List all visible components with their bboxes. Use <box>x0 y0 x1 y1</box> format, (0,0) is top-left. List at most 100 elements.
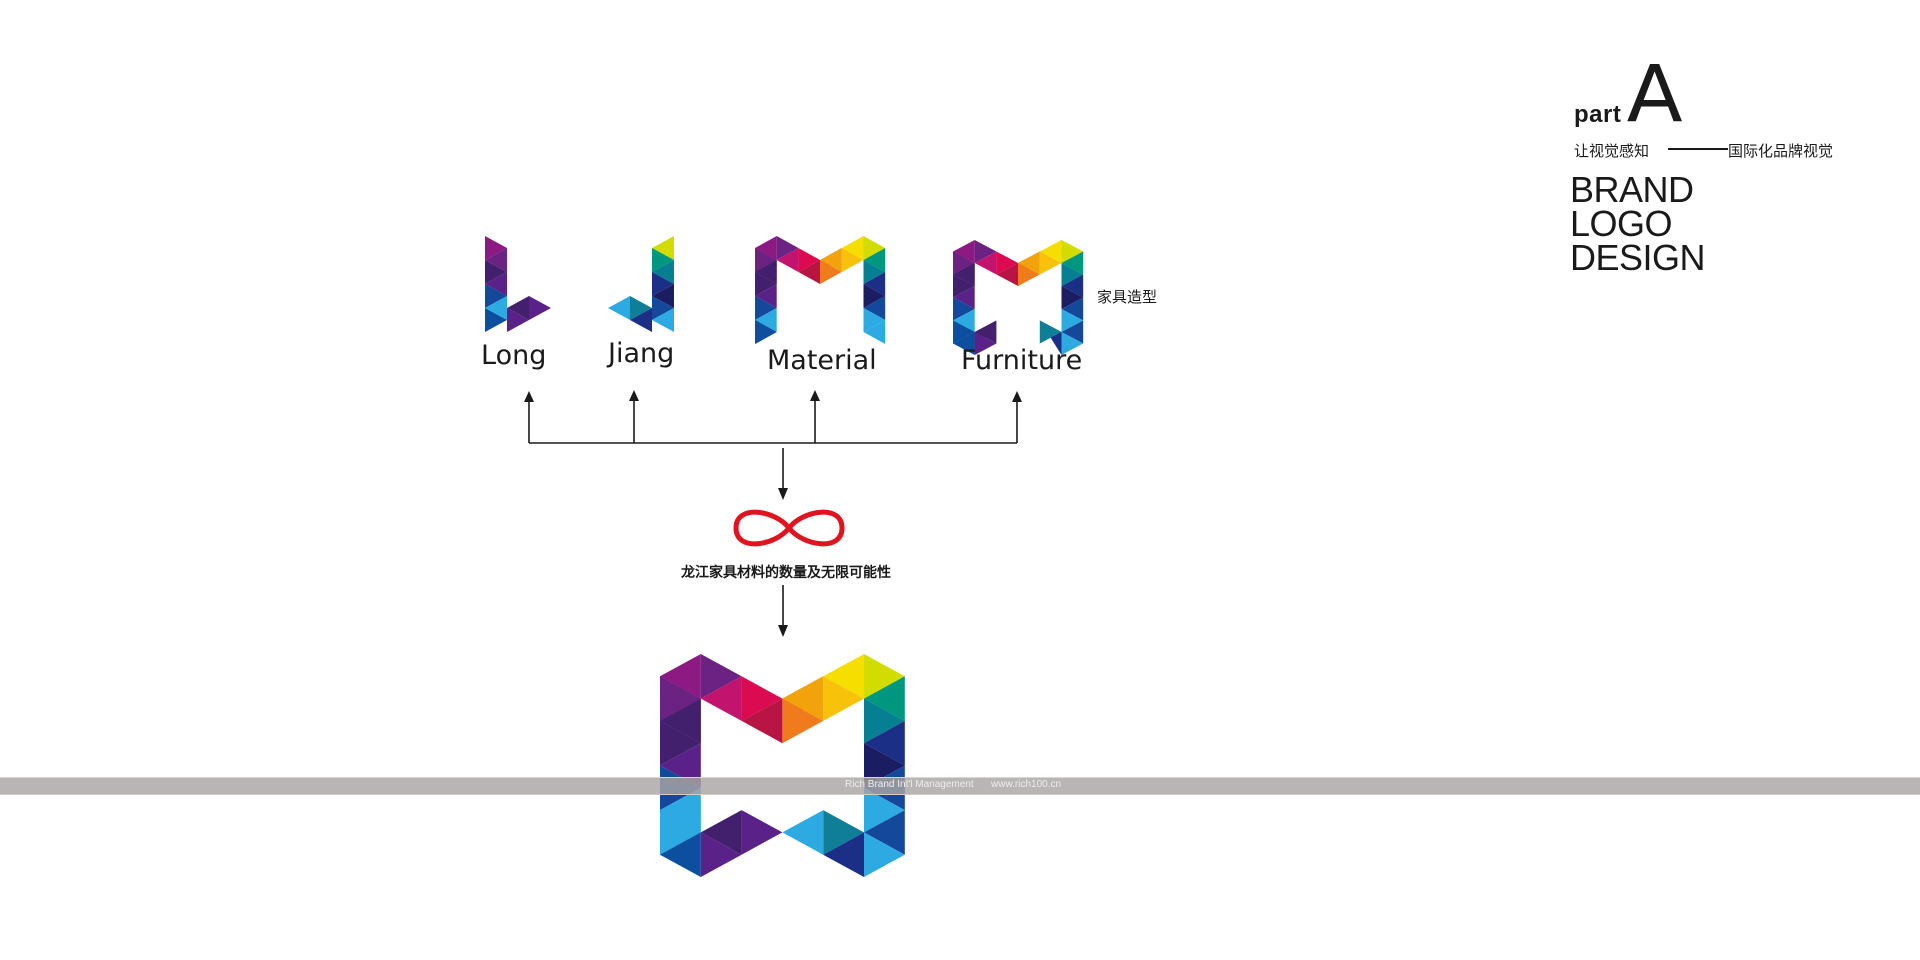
facet-triangle <box>652 308 674 332</box>
facet-triangle <box>863 248 886 272</box>
facet-triangle <box>660 698 701 744</box>
facet-triangle <box>953 286 975 309</box>
facet-triangle <box>864 654 905 699</box>
facet-triangle <box>660 676 701 721</box>
label-material: Material <box>767 345 877 376</box>
facet-triangle <box>660 743 701 788</box>
facet-triangle <box>485 284 507 308</box>
facet-triangle <box>782 676 824 721</box>
slogan-divider <box>1668 148 1728 150</box>
facet-triangle <box>863 236 886 260</box>
facet-triangle <box>864 720 905 766</box>
facet-triangle <box>660 787 701 833</box>
facet-triangle <box>485 248 507 272</box>
facet-triangle <box>820 260 842 284</box>
facet-triangle <box>1061 274 1084 298</box>
title-line-logo: LOGO <box>1570 203 1673 244</box>
facet-triangle <box>660 654 701 699</box>
facet-triangle <box>485 236 507 260</box>
facet-triangle <box>953 263 975 286</box>
facet-triangle <box>953 274 975 298</box>
arrow-head-infinity <box>778 488 788 500</box>
facet-triangle <box>823 676 864 721</box>
facet-triangle <box>1061 263 1084 286</box>
letter-m-material-logo <box>755 236 886 344</box>
facet-triangle <box>863 284 886 308</box>
connector-arrows <box>524 390 1022 637</box>
facet-triangle <box>1061 251 1084 275</box>
facet-triangle <box>953 240 975 263</box>
facet-triangle <box>864 810 905 855</box>
facet-triangle <box>953 309 975 332</box>
facet-triangle <box>529 296 551 320</box>
letter-m-furniture-logo <box>953 240 1084 355</box>
facet-triangle <box>974 320 997 344</box>
facet-triangle <box>755 308 777 332</box>
letter-l-logo <box>485 236 551 332</box>
facet-triangle <box>755 248 777 272</box>
facet-triangle <box>1061 320 1084 344</box>
furniture-shape-note: 家具造型 <box>1097 288 1158 306</box>
facet-triangle <box>798 260 821 284</box>
facet-triangle <box>974 251 997 275</box>
facet-triangle <box>485 296 507 320</box>
slogan-right: 国际化品牌视觉 <box>1728 142 1834 160</box>
facet-triangle <box>608 296 630 320</box>
facet-triangle <box>974 240 997 263</box>
facet-triangle <box>630 296 652 320</box>
facet-triangle <box>823 654 864 699</box>
arrow-head-final <box>778 625 788 637</box>
facet-triangle <box>863 320 886 344</box>
facet-triangle <box>776 236 799 260</box>
label-furniture: Furniture <box>961 345 1083 376</box>
facet-triangle <box>776 248 799 272</box>
facet-triangle <box>507 308 529 332</box>
facet-triangle <box>864 698 905 744</box>
facet-triangle <box>630 308 652 332</box>
facet-triangle <box>996 263 1019 286</box>
facet-triangle <box>974 332 997 355</box>
label-long: Long <box>481 340 547 371</box>
facet-triangle <box>863 296 886 320</box>
facet-triangle <box>700 654 742 699</box>
facet-triangle <box>823 810 864 855</box>
facet-triangle <box>823 832 864 877</box>
infinity-icon <box>733 509 845 547</box>
facet-triangle <box>1061 309 1084 332</box>
facet-triangle <box>652 284 674 308</box>
facet-triangle <box>864 676 905 721</box>
letter-j-logo <box>608 236 674 332</box>
facet-triangle <box>1061 297 1084 321</box>
slogan-left: 让视觉感知 <box>1574 142 1650 160</box>
facet-triangle <box>1018 263 1040 286</box>
footer-band <box>0 777 1920 795</box>
facet-triangle <box>700 676 742 721</box>
facet-triangle <box>996 251 1019 275</box>
facet-triangle <box>1018 251 1040 275</box>
facet-triangle <box>1061 240 1084 263</box>
facet-triangle <box>953 297 975 321</box>
facet-triangle <box>700 810 742 855</box>
facet-triangle <box>755 272 777 296</box>
facet-triangle <box>755 260 777 284</box>
facet-triangle <box>652 236 674 260</box>
label-jiang: Jiang <box>608 338 675 369</box>
facet-triangle <box>798 248 821 272</box>
arrow-head-long <box>524 391 534 402</box>
facet-triangle <box>755 284 777 308</box>
arrow-head-material <box>810 390 820 401</box>
facet-triangle <box>652 296 674 320</box>
facet-triangle <box>864 787 905 833</box>
facet-triangle <box>507 296 529 320</box>
title-line-brand: BRAND <box>1570 169 1694 210</box>
facet-triangle <box>863 272 886 296</box>
facet-triangle <box>660 720 701 766</box>
facet-triangle <box>485 308 507 332</box>
facet-triangle <box>700 832 742 877</box>
facet-triangle <box>1039 251 1062 275</box>
facet-triangle <box>782 810 824 855</box>
facet-triangle <box>863 308 886 332</box>
arrow-head-jiang <box>629 390 639 401</box>
part-label: part <box>1574 101 1622 128</box>
